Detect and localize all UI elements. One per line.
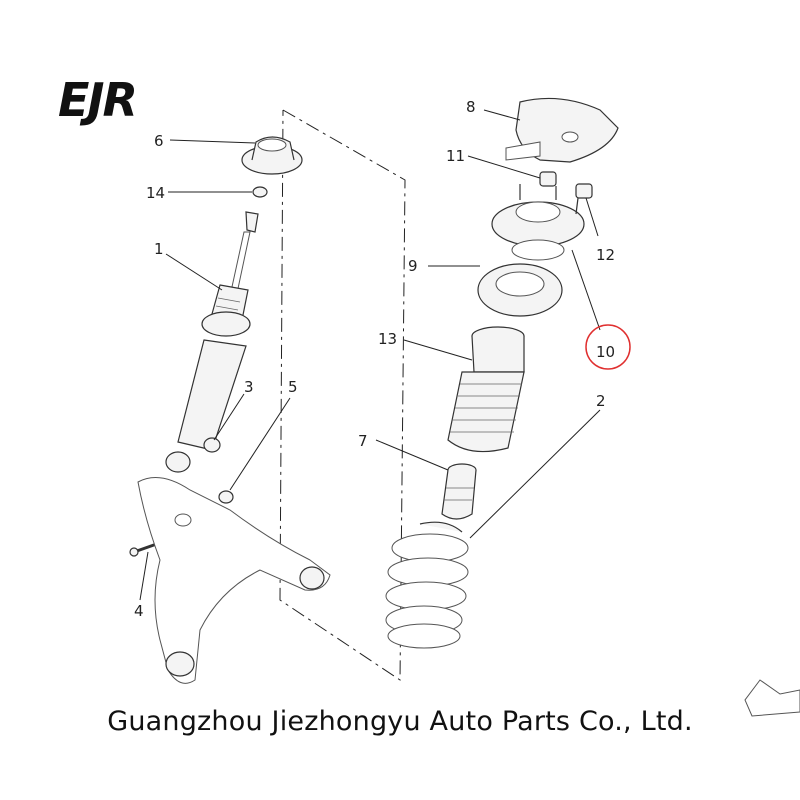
callout-12: 12 (596, 246, 615, 264)
callout-5: 5 (288, 378, 298, 396)
highlight-circle-part-10 (585, 324, 631, 370)
part-14-nut (252, 186, 268, 198)
exploded-view-frame (279, 109, 406, 681)
callout-9: 9 (408, 257, 418, 275)
part-9-bearing (477, 263, 563, 317)
callout-numbers: 6 14 1 3 5 4 8 11 9 12 10 13 7 2 (134, 98, 615, 620)
callout-1: 1 (154, 240, 164, 258)
part-7-bump-stop (441, 463, 477, 520)
brand-logo-text: EJR (58, 73, 136, 127)
callout-4: 4 (134, 602, 144, 620)
part-1-shock-absorber (165, 211, 259, 473)
part-10-strut-mount (491, 184, 585, 261)
direction-arrow (744, 679, 800, 717)
callout-11: 11 (446, 147, 465, 165)
part-12-nut (575, 183, 593, 199)
callout-7: 7 (358, 432, 368, 450)
callout-3: 3 (244, 378, 254, 396)
callout-13: 13 (378, 330, 397, 348)
part-5-bushing (218, 490, 234, 504)
part-13-dust-boot (447, 326, 525, 453)
callout-14: 14 (146, 184, 165, 202)
callout-8: 8 (466, 98, 476, 116)
brand-logo: EJR (58, 73, 138, 127)
part-6-mount-cup (241, 136, 303, 175)
part-3-bushing (203, 437, 221, 453)
leader-lines (139, 109, 601, 601)
callout-6: 6 (154, 132, 164, 150)
part-11-nut (505, 141, 557, 187)
callout-10: 10 (596, 343, 615, 361)
callout-2: 2 (596, 392, 606, 410)
company-caption: Guangzhou Jiezhongyu Auto Parts Co., Ltd… (107, 706, 693, 737)
part-2-coil-spring (385, 521, 469, 649)
lower-control-arm (137, 477, 331, 684)
